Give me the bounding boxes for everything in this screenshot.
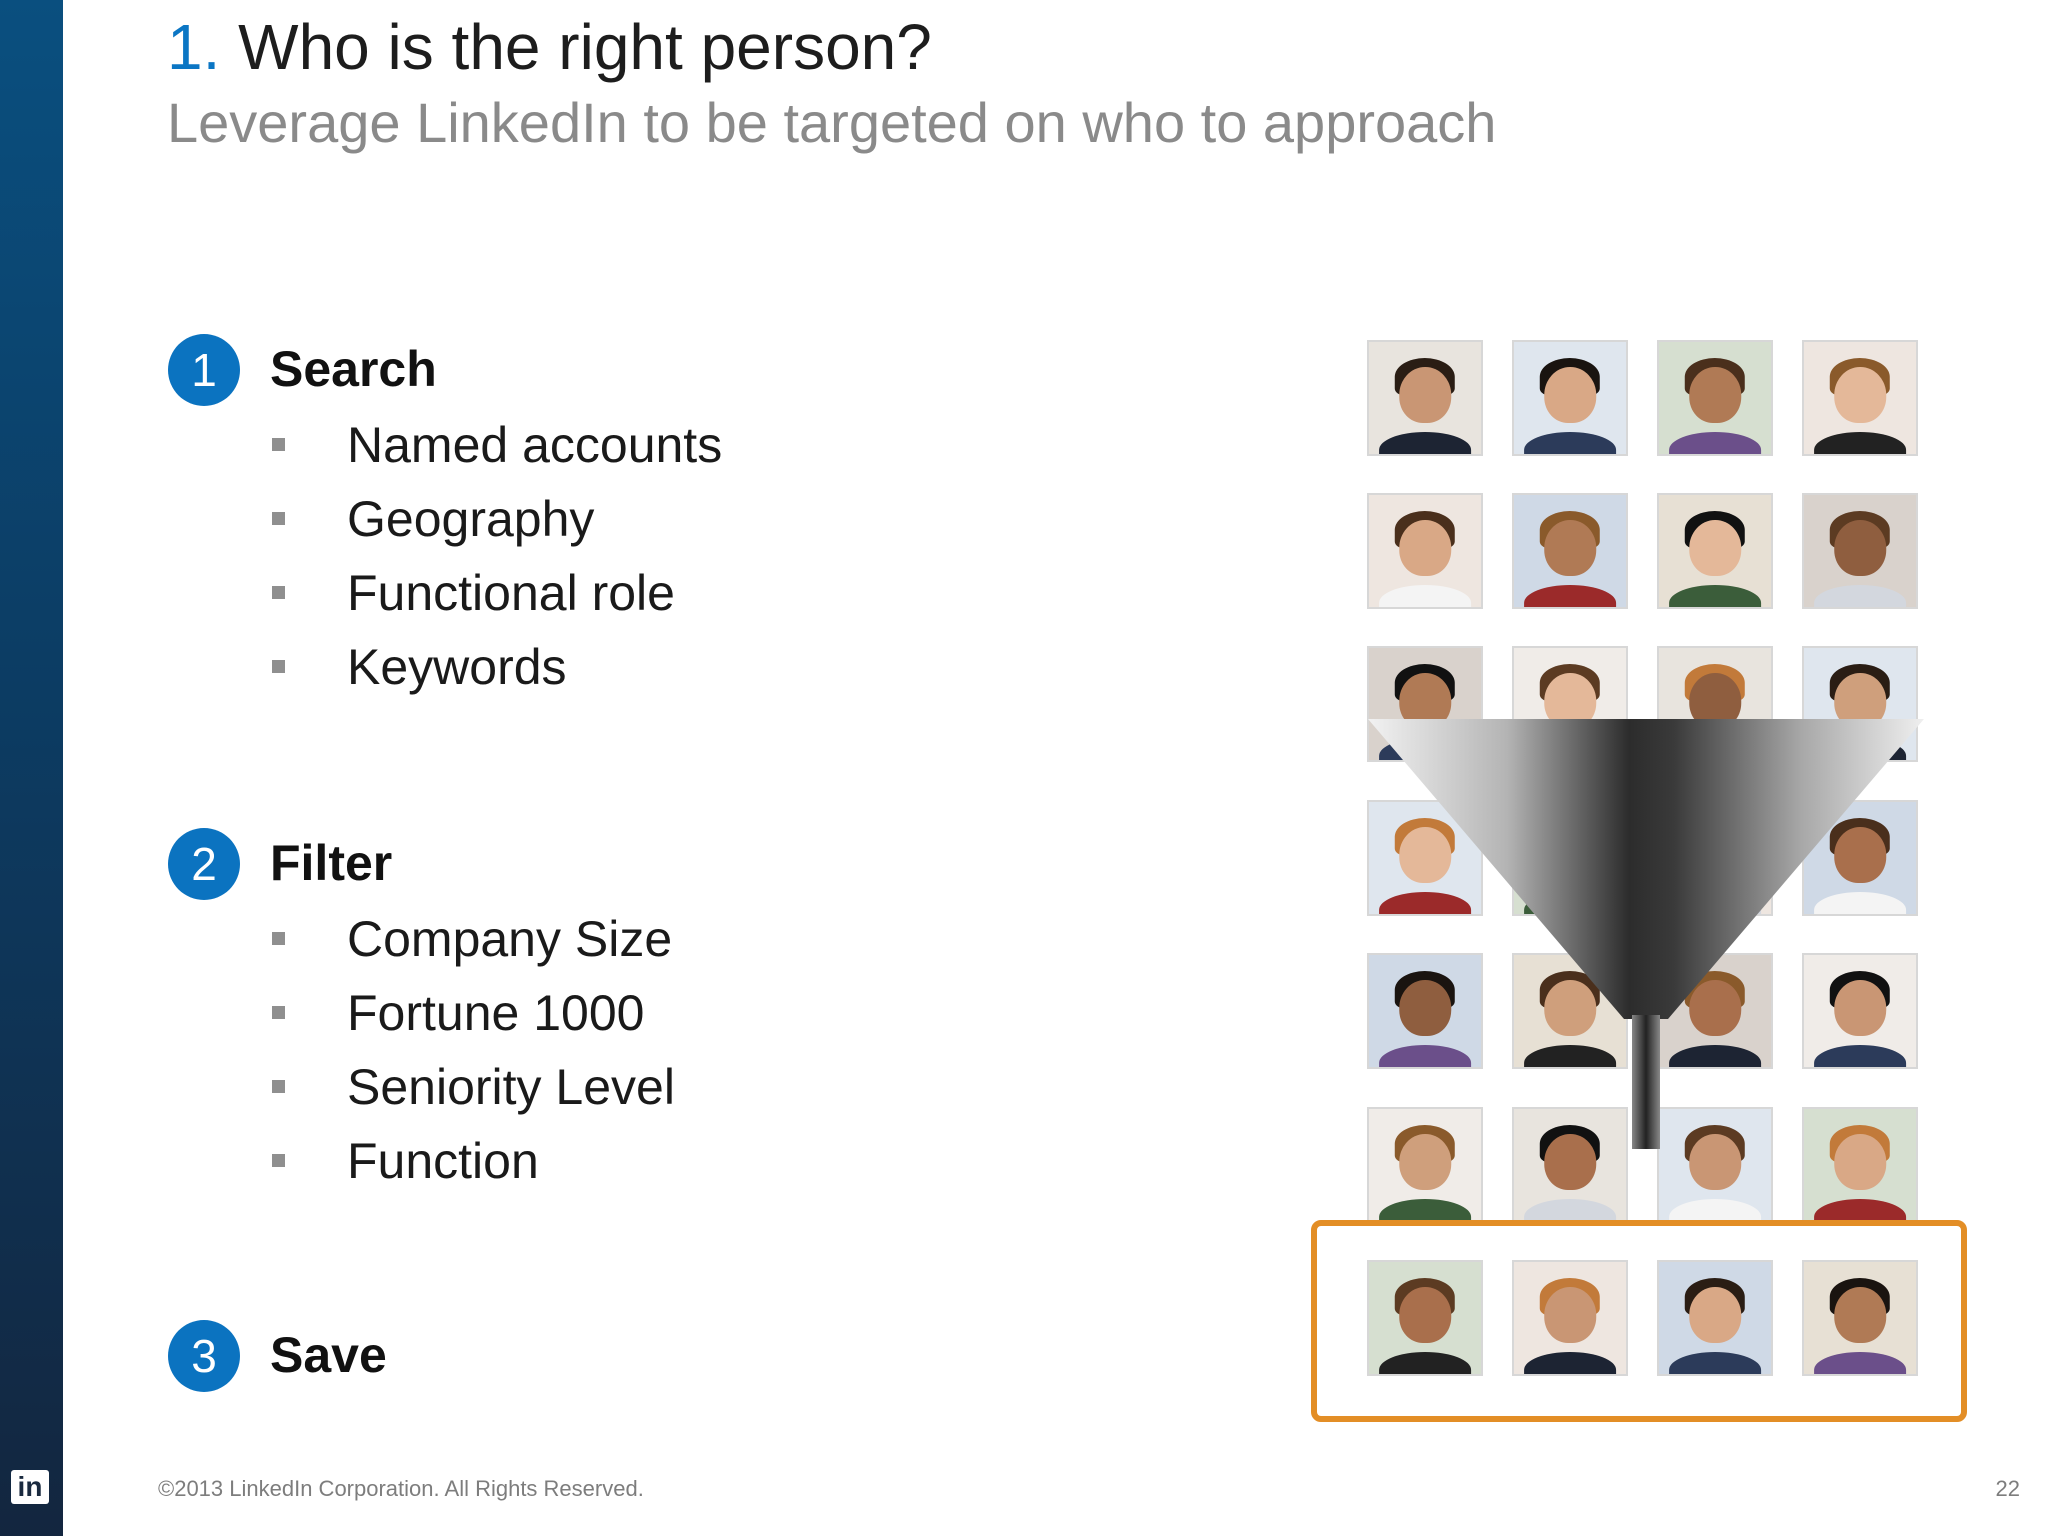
profile-photo bbox=[1367, 493, 1483, 609]
profile-photo bbox=[1802, 800, 1918, 916]
bullet-text: Functional role bbox=[347, 565, 675, 621]
person-torso bbox=[1814, 1198, 1906, 1221]
person-torso bbox=[1669, 1198, 1761, 1221]
bullet-square-icon bbox=[272, 932, 285, 945]
profile-photo bbox=[1367, 953, 1483, 1069]
person-torso bbox=[1814, 891, 1906, 914]
bullet-square-icon bbox=[272, 512, 285, 525]
profile-photo bbox=[1512, 1260, 1628, 1376]
person-face bbox=[1834, 1286, 1886, 1343]
person-face bbox=[1399, 1286, 1451, 1343]
bullet-text: Geography bbox=[347, 491, 595, 547]
bullet-text: Seniority Level bbox=[347, 1059, 675, 1115]
step-3-label: Save bbox=[270, 1327, 387, 1383]
step-1-badge: 1 bbox=[168, 334, 240, 406]
profile-photo bbox=[1657, 340, 1773, 456]
person-torso bbox=[1814, 584, 1906, 607]
person-face bbox=[1544, 1133, 1596, 1190]
slide-title: 1. Who is the right person? bbox=[167, 10, 932, 84]
person-torso bbox=[1669, 584, 1761, 607]
profile-photo bbox=[1657, 1107, 1773, 1223]
bullet-text: Function bbox=[347, 1133, 539, 1189]
person-face bbox=[1689, 979, 1741, 1036]
person-face bbox=[1834, 366, 1886, 423]
person-torso bbox=[1669, 431, 1761, 454]
bullet-square-icon bbox=[272, 1006, 285, 1019]
profile-photo bbox=[1802, 493, 1918, 609]
person-torso bbox=[1669, 1044, 1761, 1067]
person-face bbox=[1834, 1133, 1886, 1190]
person-torso bbox=[1814, 1351, 1906, 1374]
person-torso bbox=[1379, 431, 1471, 454]
page-number: 22 bbox=[1995, 1476, 2020, 1501]
funnel-icon bbox=[1368, 719, 1924, 1149]
profile-photo bbox=[1512, 493, 1628, 609]
person-face bbox=[1689, 366, 1741, 423]
profile-photo bbox=[1367, 1260, 1483, 1376]
person-face bbox=[1544, 519, 1596, 576]
person-face bbox=[1399, 519, 1451, 576]
bullet-square-icon bbox=[272, 1080, 285, 1093]
person-torso bbox=[1379, 584, 1471, 607]
linkedin-logo-text: in bbox=[17, 1471, 43, 1502]
step-2-badge: 2 bbox=[168, 828, 240, 900]
person-face bbox=[1834, 979, 1886, 1036]
step-2-label: Filter bbox=[270, 835, 393, 891]
bullet-text: Named accounts bbox=[347, 417, 723, 473]
slide-title-number: 1. bbox=[167, 11, 221, 83]
profile-photo bbox=[1802, 1107, 1918, 1223]
person-face bbox=[1399, 979, 1451, 1036]
profile-photo bbox=[1657, 493, 1773, 609]
bullet-text: Fortune 1000 bbox=[347, 985, 645, 1041]
profile-photo bbox=[1512, 1107, 1628, 1223]
person-torso bbox=[1379, 1351, 1471, 1374]
person-torso bbox=[1669, 1351, 1761, 1374]
person-face bbox=[1834, 826, 1886, 883]
person-face bbox=[1399, 1133, 1451, 1190]
left-brand-bar: in bbox=[0, 0, 63, 1536]
person-face bbox=[1399, 826, 1451, 883]
person-face bbox=[1544, 366, 1596, 423]
person-torso bbox=[1524, 1044, 1616, 1067]
profile-photo bbox=[1657, 1260, 1773, 1376]
profile-photo bbox=[1367, 340, 1483, 456]
profile-photo bbox=[1802, 1260, 1918, 1376]
person-face bbox=[1689, 1286, 1741, 1343]
person-torso bbox=[1814, 431, 1906, 454]
bullet-square-icon bbox=[272, 1154, 285, 1167]
person-torso bbox=[1814, 1044, 1906, 1067]
person-torso bbox=[1524, 584, 1616, 607]
person-face bbox=[1544, 1286, 1596, 1343]
person-torso bbox=[1379, 1044, 1471, 1067]
slide-title-text: Who is the right person? bbox=[220, 11, 932, 83]
profile-photo bbox=[1802, 953, 1918, 1069]
copyright-footer: ©2013 LinkedIn Corporation. All Rights R… bbox=[158, 1476, 644, 1501]
person-torso bbox=[1524, 1351, 1616, 1374]
person-face bbox=[1399, 366, 1451, 423]
bullet-square-icon bbox=[272, 438, 285, 451]
step-3-badge: 3 bbox=[168, 1320, 240, 1392]
person-face bbox=[1689, 519, 1741, 576]
person-torso bbox=[1379, 1198, 1471, 1221]
profile-photo bbox=[1802, 340, 1918, 456]
profile-photo bbox=[1367, 1107, 1483, 1223]
profile-photo bbox=[1512, 340, 1628, 456]
person-face bbox=[1544, 979, 1596, 1036]
bullet-square-icon bbox=[272, 586, 285, 599]
linkedin-logo-icon: in bbox=[11, 1470, 49, 1504]
person-torso bbox=[1379, 891, 1471, 914]
person-face bbox=[1689, 1133, 1741, 1190]
bullet-text: Keywords bbox=[347, 639, 567, 695]
bullet-text: Company Size bbox=[347, 911, 673, 967]
saved-leads-highlight bbox=[1311, 1220, 1967, 1422]
slide-subtitle: Leverage LinkedIn to be targeted on who … bbox=[167, 91, 1497, 154]
person-torso bbox=[1524, 1198, 1616, 1221]
bullet-square-icon bbox=[272, 660, 285, 673]
person-face bbox=[1834, 519, 1886, 576]
step-1-label: Search bbox=[270, 341, 437, 397]
person-torso bbox=[1524, 431, 1616, 454]
